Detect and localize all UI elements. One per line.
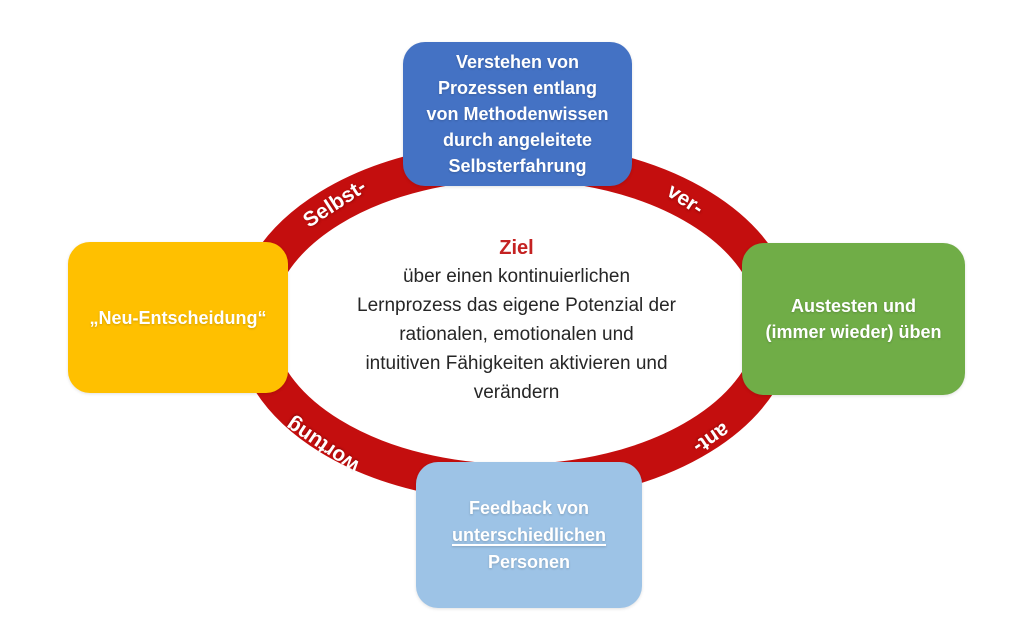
box-neu-entscheidung-label: „Neu-Entscheidung“ (89, 307, 267, 328)
box-feedback: Feedback von unterschiedlichen Personen (416, 462, 642, 608)
box-verstehen-line: Selbsterfahrung (448, 156, 587, 176)
box-feedback-line: Personen (487, 551, 571, 572)
goal-text-line: verändern (473, 382, 560, 403)
box-verstehen-line: Prozessen entlang (437, 78, 598, 98)
box-verstehen-line: durch angeleitete (442, 130, 593, 150)
box-neu-entscheidung: „Neu-Entscheidung“ (68, 242, 288, 393)
box-verstehen: Verstehen von Prozessen entlang von Meth… (403, 42, 632, 186)
goal-title: Ziel (499, 237, 534, 259)
goal-text-line: rationalen, emotionalen und (399, 324, 634, 345)
goal-text-line: intuitiven Fähigkeiten aktivieren und (365, 353, 668, 374)
box-austesten-line: (immer wieder) üben (765, 322, 942, 342)
goal-text-block: Ziel über einen kontinuierlichen Lernpro… (0, 236, 1033, 407)
box-austesten: Austesten und (immer wieder) üben (742, 243, 965, 395)
box-austesten-line: Austesten und (790, 296, 916, 316)
box-feedback-line-underlined: unterschiedlichen (451, 524, 607, 545)
goal-text-line: über einen kontinuierlichen (402, 266, 631, 287)
box-feedback-line: Feedback von (468, 497, 590, 518)
box-verstehen-line: von Methodenwissen (426, 104, 609, 124)
goal-text-line: Lernprozess das eigene Potenzial der (357, 295, 676, 316)
box-verstehen-line: Verstehen von (455, 52, 580, 72)
